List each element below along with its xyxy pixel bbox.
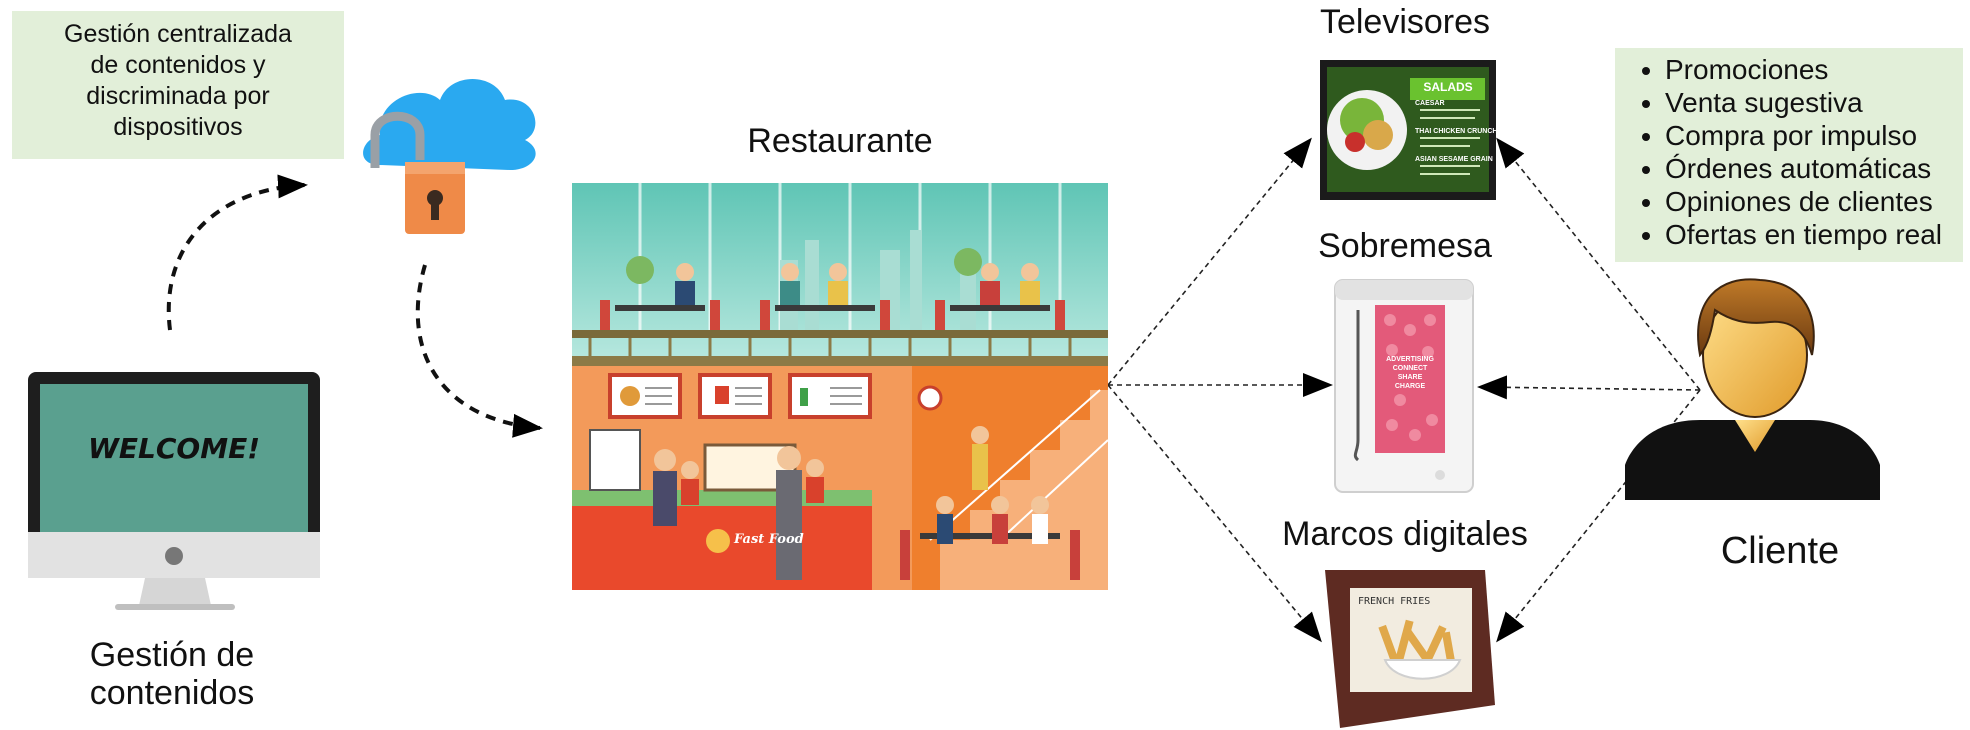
restaurant-to-tv-line [1107,137,1312,386]
benefits-box: Promociones Venta sugestiva Compra por i… [1615,48,1963,262]
frame-screen-text: FRENCH FRIES [1358,596,1431,607]
cms-note: Gestión centralizada de contenidos y dis… [12,11,344,159]
monitor-icon [28,372,320,610]
tabletop-screen-line: ADVERTISING [1386,356,1434,363]
content-management-label: Gestión de contenidos [40,636,304,712]
tabletop-screen-text: ADVERTISING CONNECT SHARE CHARGE [1375,355,1445,391]
cloud-lock-icon [363,79,536,234]
tv-menu-heading: SALADS [1423,80,1473,94]
restaurant-sign-text: Fast Food [734,532,804,547]
cms-note-line: de contenidos y [90,51,266,79]
digital-frame-icon [1325,570,1495,728]
television-icon [1320,60,1496,200]
cloud-to-restaurant-arrow [415,264,543,438]
customer-to-tabletop-line [1477,375,1701,400]
digital-frames-label: Marcos digitales [1282,515,1528,553]
tabletop-screen-line: CONNECT [1392,365,1428,372]
benefit-item: Promociones [1665,53,1951,86]
benefit-item: Venta sugestiva [1665,86,1951,119]
content-management-line: contenidos [89,674,255,712]
tv-menu-item: THAI CHICKEN CRUNCH [1415,128,1498,135]
restaurant-illustration [572,183,1109,590]
tv-menu-item: CAESAR [1415,100,1445,107]
restaurant-label: Restaurante [747,122,933,160]
benefit-item: Opiniones de clientes [1665,185,1951,218]
cms-note-line: Gestión centralizada [64,20,292,48]
cms-note-line: dispositivos [113,113,243,141]
televisions-label: Televisores [1319,3,1491,41]
restaurant-to-frame-line [1107,384,1322,643]
tabletop-screen-line: SHARE [1397,374,1423,381]
tabletop-label: Sobremesa [1318,227,1492,265]
tabletop-screen-line: CHARGE [1394,383,1426,390]
customer-avatar-icon [1625,278,1880,500]
benefit-item: Ofertas en tiempo real [1665,218,1951,251]
content-management-line: Gestión de [89,636,255,674]
cms-note-line: discriminada por [86,82,270,110]
tabletop-display-icon [1334,279,1474,493]
monitor-screen-text: WELCOME! [88,432,260,465]
monitor-to-cloud-arrow [166,174,308,331]
tv-menu-item: ASIAN SESAME GRAIN [1415,156,1493,163]
customer-to-tv-line [1496,137,1701,391]
benefit-item: Compra por impulso [1665,119,1951,152]
benefit-item: Órdenes automáticas [1665,152,1951,185]
customer-label: Cliente [1720,530,1840,572]
